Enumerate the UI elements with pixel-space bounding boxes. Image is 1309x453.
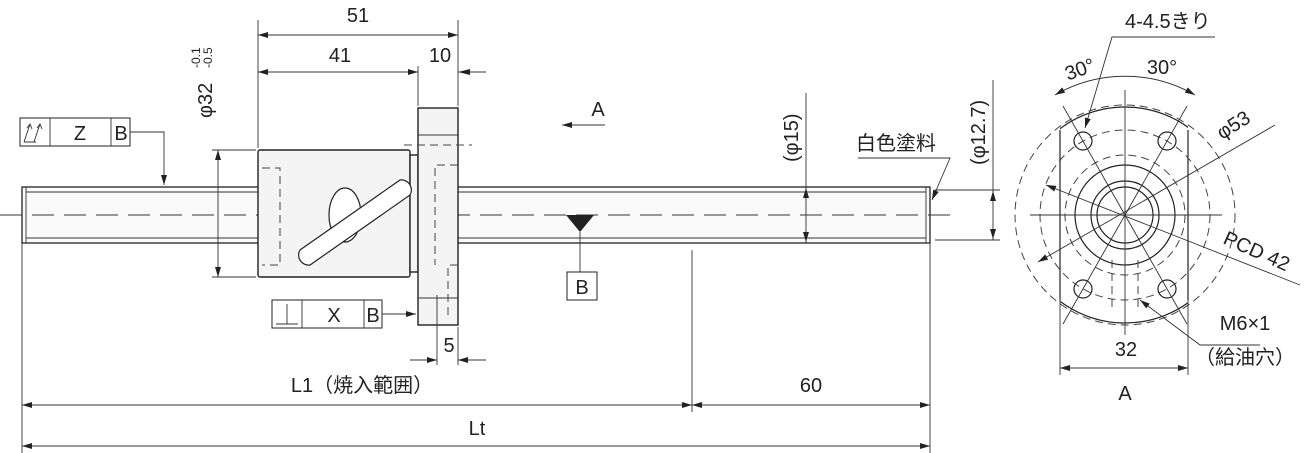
perpendicularity-icon [276,304,298,325]
datum-b: B [566,215,598,301]
dim-phi15: (φ15) [781,113,803,162]
dim-phi32-lower: -0.5 [201,47,215,68]
runout-icon [23,123,43,143]
oil-hole-note: （給油穴） [1195,346,1295,369]
perpendicularity-tolerance-frame: X B [271,299,416,329]
angle-left: 30° [1062,54,1098,85]
ball-nut [257,107,472,326]
dim-Lt: Lt [469,418,486,440]
oil-hole-size: M6×1 [1220,313,1271,335]
perpendicularity-datum: B [366,305,379,327]
screw-shaft [21,186,931,244]
view-label: A [1118,383,1132,405]
dim-60: 60 [800,375,822,397]
dim-32: 32 [1115,339,1137,361]
dim-phi53: φ53 [1213,107,1255,144]
dim-phi32-upper: -0.1 [189,47,203,68]
runout-value: Z [74,123,86,145]
dim-41: 41 [329,45,351,67]
dim-L1: L1（焼入範囲） [291,374,433,397]
view-arrow-label: A [591,99,605,121]
dim-51: 51 [347,5,369,27]
runout-tolerance-frame: Z B [19,117,167,185]
dim-pcd: PCD 42 [1220,227,1293,276]
dim-phi12-7: (φ12.7) [968,100,990,165]
hole-callout: 4-4.5きり [1125,11,1211,33]
runout-datum: B [114,123,127,145]
angle-right: 30° [1147,57,1177,79]
flange-end-view [1014,90,1236,335]
dim-5: 5 [443,335,454,357]
dim-phi32: φ32 [195,83,217,118]
dim-10: 10 [429,45,451,67]
perpendicularity-value: X [327,305,340,327]
white-paint-note: 白色塗料 [856,132,936,155]
datum-label: B [575,277,588,299]
